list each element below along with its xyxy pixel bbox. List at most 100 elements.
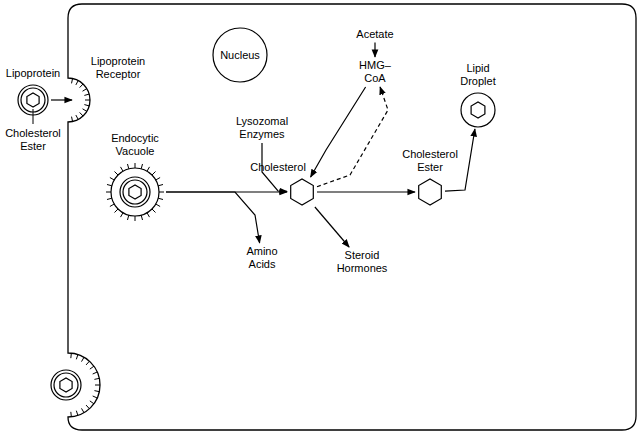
- nucleus-circle: Nucleus: [212, 27, 268, 83]
- process-label: HMG–CoA: [356, 57, 394, 87]
- receptor-spike: [110, 178, 114, 181]
- pathway-arrow: [445, 129, 475, 191]
- node-heading: Cholesterol Ester: [402, 148, 458, 174]
- cholesterol-hexagon: [129, 185, 141, 199]
- pit-lipoprotein: [51, 370, 81, 400]
- receptor-spike: [95, 385, 100, 386]
- receptor-spike: [152, 209, 156, 213]
- endocytic-vacuole: Endocytic Vacuole: [104, 161, 166, 223]
- receptor-spike: [93, 396, 98, 398]
- process-label: Amino Acids: [243, 243, 280, 273]
- receptor-spike: [80, 112, 83, 116]
- node-heading: Endocytic Vacuole: [111, 132, 159, 158]
- pathway-arrow: [374, 43, 375, 58]
- cholesterol-hexagon: [27, 93, 39, 107]
- receptor-spike: [152, 171, 156, 175]
- receptor-spike: [83, 89, 87, 92]
- part-label: Lipoprotein Receptor: [91, 55, 145, 81]
- receptor-spike: [90, 401, 94, 404]
- receptor-spike: [147, 213, 150, 217]
- receptor-spike: [127, 164, 128, 169]
- lipoprotein-particle: [16, 83, 50, 117]
- lipoprotein-particle: [51, 370, 81, 400]
- receptor-spike: [84, 105, 89, 106]
- pathway-arrow: [315, 207, 349, 247]
- node-text: Lysozomal Enzymes: [236, 115, 288, 141]
- lipoprotein-particle: [120, 177, 150, 207]
- process-label: Steroid Hormones: [334, 247, 391, 277]
- cholesterol-hexagon: [415, 177, 445, 207]
- pathway-arrow: [317, 191, 415, 192]
- receptor-spike: [86, 405, 89, 409]
- node-heading: Lipid Droplet: [460, 62, 495, 88]
- nucleus-outline: [213, 28, 267, 82]
- part-label: Cholesterol Ester: [5, 127, 61, 153]
- receptor-spike: [82, 408, 85, 412]
- receptor-spike: [135, 163, 136, 168]
- receptor-spike: [147, 167, 150, 171]
- receptor-spike: [84, 94, 89, 95]
- receptor-spike: [121, 213, 124, 217]
- feedback-arrow: [317, 87, 388, 187]
- node-text: HMG–CoA: [359, 59, 391, 85]
- receptor-spike: [72, 78, 73, 83]
- receptor-spike: [110, 204, 114, 207]
- receptor-spike: [83, 109, 87, 112]
- uptake-arrow: [51, 99, 72, 100]
- cholesterol-hexagon: [60, 378, 72, 392]
- receptor-spike: [93, 372, 98, 374]
- cholesterol-hexagon: [419, 179, 442, 205]
- lipid-droplet: [459, 91, 497, 129]
- cholesterol-hexagon: [291, 179, 314, 205]
- cell-membrane: [68, 4, 636, 430]
- receptor-spike: [141, 215, 142, 220]
- leader-line: [33, 109, 34, 124]
- lipoprotein-core: [123, 180, 147, 204]
- cholesterol-hexagon: [471, 102, 485, 118]
- receptor-spike: [76, 81, 78, 85]
- receptor-spike: [80, 84, 83, 88]
- receptor-spike: [72, 117, 73, 122]
- lipoprotein-core: [21, 88, 45, 112]
- endocytic-vacuole: [104, 161, 166, 223]
- cholesterol-hexagon: Cholesterol Ester: [415, 177, 445, 207]
- lipid-droplet: Lipid Droplet: [459, 91, 497, 129]
- node-text: Nucleus: [220, 49, 260, 62]
- receptor-spike: [76, 355, 78, 360]
- receptor-spike: [70, 412, 72, 417]
- receptor-spike: [107, 198, 112, 199]
- lipoprotein-core: [54, 373, 78, 397]
- pathway-arrow: [166, 192, 260, 243]
- receptor-spike: [94, 391, 99, 392]
- vacuole-membrane: [111, 168, 159, 216]
- cholesterol-hexagon: Cholesterol: [287, 177, 317, 207]
- receptor-spike: [106, 192, 111, 193]
- receptor-spike: [158, 184, 163, 185]
- receptor-spike: [107, 184, 112, 185]
- lipoprotein-particle: Lipoprotein: [16, 83, 50, 117]
- receptor-spike: [70, 353, 72, 358]
- lipoprotein-particle: [18, 85, 48, 115]
- pathway-arrow: [311, 87, 366, 177]
- receptor-spike: [76, 411, 78, 416]
- receptor-spike: [159, 192, 164, 193]
- receptor-spike: [158, 198, 163, 199]
- node-heading: Cholesterol: [250, 161, 306, 174]
- node-text: Amino Acids: [246, 245, 277, 271]
- receptor-spike: [141, 164, 142, 169]
- receptor-spike: [86, 361, 89, 365]
- node-text: Steroid Hormones: [337, 249, 388, 275]
- receptor-spike: [90, 366, 94, 369]
- node-heading: Lipoprotein: [6, 67, 60, 80]
- process-label: Acetate: [353, 26, 396, 43]
- receptor-spike: [114, 209, 118, 213]
- receptor-spike: [94, 378, 99, 379]
- receptor-spike: [121, 167, 124, 171]
- receptor-spike: [127, 215, 128, 220]
- droplet-outline: [461, 93, 495, 127]
- receptor-spike: [82, 357, 85, 361]
- cholesterol-hexagon: [287, 177, 317, 207]
- receptor-spike: [135, 216, 136, 221]
- receptor-spike: [85, 100, 90, 101]
- receptor-spike: [156, 178, 160, 181]
